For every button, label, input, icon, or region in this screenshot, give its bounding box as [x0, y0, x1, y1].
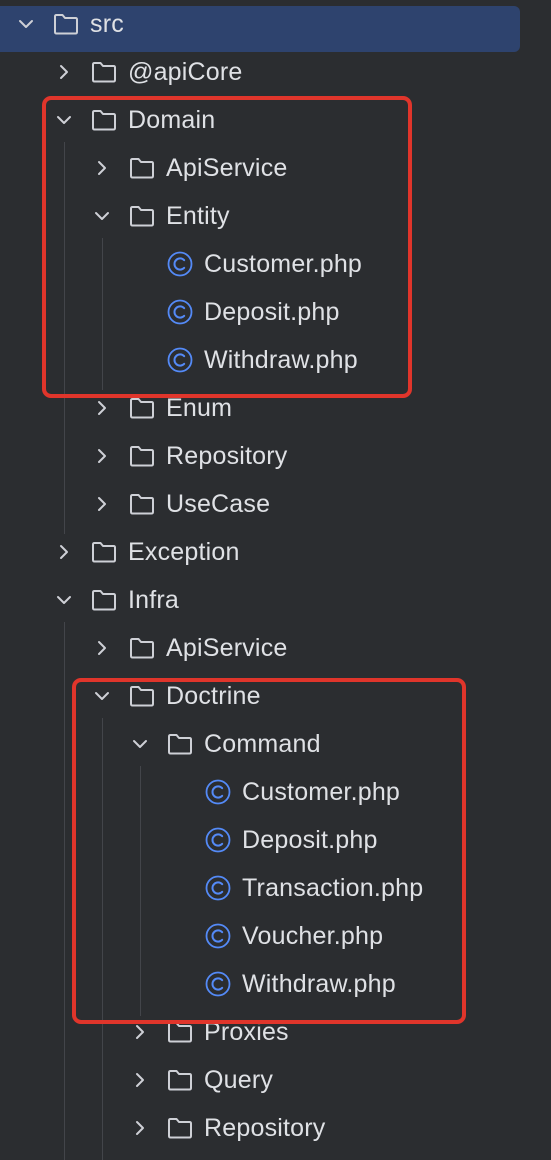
folder-icon — [166, 730, 194, 758]
tree-folder-domain[interactable]: Domain — [0, 96, 551, 144]
folder-icon — [128, 682, 156, 710]
tree-item-label: ApiService — [166, 634, 288, 662]
tree-item-label: src — [90, 10, 124, 38]
tree-folder-enum[interactable]: Enum — [0, 384, 551, 432]
folder-icon — [128, 394, 156, 422]
tree-item-label: Deposit.php — [242, 826, 378, 854]
tree-item-label: Deposit.php — [204, 298, 340, 326]
tree-folder-infra[interactable]: Infra — [0, 576, 551, 624]
php-class-icon — [204, 922, 232, 950]
chevron-down-icon[interactable] — [90, 204, 114, 228]
indent-guide — [64, 622, 65, 1160]
php-class-icon — [166, 346, 194, 374]
tree-folder-query[interactable]: Query — [0, 1056, 551, 1104]
tree-item-label: Voucher.php — [242, 922, 384, 950]
folder-icon — [128, 442, 156, 470]
chevron-right-icon[interactable] — [128, 1068, 152, 1092]
php-class-icon — [166, 250, 194, 278]
tree-file-deposit-php[interactable]: Deposit.php — [0, 816, 551, 864]
tree-item-label: Doctrine — [166, 682, 261, 710]
tree-file-deposit-php[interactable]: Deposit.php — [0, 288, 551, 336]
indent-guide — [102, 238, 103, 390]
folder-icon — [128, 490, 156, 518]
highlight-box-doctrine-command — [72, 678, 466, 1024]
tree-file-customer-php[interactable]: Customer.php — [0, 240, 551, 288]
tree-item-label: ApiService — [166, 154, 288, 182]
php-class-icon — [204, 970, 232, 998]
php-class-icon — [166, 298, 194, 326]
php-class-icon — [204, 778, 232, 806]
folder-icon — [90, 58, 118, 86]
tree-file-withdraw-php[interactable]: Withdraw.php — [0, 336, 551, 384]
tree-item-label: Withdraw.php — [242, 970, 396, 998]
chevron-right-icon[interactable] — [90, 396, 114, 420]
folder-icon — [128, 154, 156, 182]
folder-icon — [90, 106, 118, 134]
tree-folder-entity[interactable]: Entity — [0, 192, 551, 240]
chevron-down-icon[interactable] — [90, 684, 114, 708]
folder-icon — [128, 634, 156, 662]
chevron-down-icon[interactable] — [128, 732, 152, 756]
chevron-right-icon[interactable] — [128, 1116, 152, 1140]
tree-folder-apiservice[interactable]: ApiService — [0, 144, 551, 192]
chevron-right-icon[interactable] — [90, 444, 114, 468]
tree-file-voucher-php[interactable]: Voucher.php — [0, 912, 551, 960]
tree-file-customer-php[interactable]: Customer.php — [0, 768, 551, 816]
indent-guide — [64, 142, 65, 534]
tree-item-label: Exception — [128, 538, 240, 566]
tree-item-label: Customer.php — [204, 250, 363, 278]
tree-item-label: Transaction.php — [242, 874, 424, 902]
tree-item-label: Infra — [128, 586, 180, 614]
tree-item-label: Withdraw.php — [204, 346, 358, 374]
tree-file-transaction-php[interactable]: Transaction.php — [0, 864, 551, 912]
tree-folder-apicore[interactable]: @apiCore — [0, 48, 551, 96]
chevron-right-icon[interactable] — [90, 492, 114, 516]
tree-item-label: Query — [204, 1066, 274, 1094]
folder-icon — [166, 1066, 194, 1094]
tree-folder-doctrine[interactable]: Doctrine — [0, 672, 551, 720]
selection-highlight — [0, 6, 520, 52]
tree-folder-command[interactable]: Command — [0, 720, 551, 768]
tree-item-label: Entity — [166, 202, 230, 230]
tree-root-src[interactable]: src — [0, 0, 551, 52]
folder-icon — [52, 10, 80, 38]
tree-item-label: Domain — [128, 106, 216, 134]
chevron-right-icon[interactable] — [90, 156, 114, 180]
chevron-down-icon[interactable] — [14, 12, 38, 36]
chevron-down-icon[interactable] — [52, 588, 76, 612]
chevron-right-icon[interactable] — [52, 60, 76, 84]
indent-guide — [140, 766, 141, 1016]
folder-icon — [90, 586, 118, 614]
indent-guide — [102, 718, 103, 1160]
tree-file-withdraw-php[interactable]: Withdraw.php — [0, 960, 551, 1008]
tree-item-label: Repository — [204, 1114, 326, 1142]
tree-folder-apiservice[interactable]: ApiService — [0, 624, 551, 672]
tree-item-label: Repository — [166, 442, 288, 470]
folder-icon — [166, 1114, 194, 1142]
tree-item-label: @apiCore — [128, 58, 243, 86]
tree-item-label: UseCase — [166, 490, 271, 518]
tree-item-label: Command — [204, 730, 321, 758]
chevron-right-icon[interactable] — [52, 540, 76, 564]
folder-icon — [128, 202, 156, 230]
tree-item-label: Customer.php — [242, 778, 401, 806]
tree-folder-usecase[interactable]: UseCase — [0, 480, 551, 528]
highlight-box-domain-entity — [42, 96, 412, 398]
php-class-icon — [204, 826, 232, 854]
tree-folder-exception[interactable]: Exception — [0, 528, 551, 576]
php-class-icon — [204, 874, 232, 902]
tree-item-label: Enum — [166, 394, 233, 422]
tree-folder-repository[interactable]: Repository — [0, 1104, 551, 1152]
folder-icon — [90, 538, 118, 566]
chevron-down-icon[interactable] — [52, 108, 76, 132]
tree-folder-repository[interactable]: Repository — [0, 432, 551, 480]
chevron-right-icon[interactable] — [128, 1020, 152, 1044]
chevron-right-icon[interactable] — [90, 636, 114, 660]
